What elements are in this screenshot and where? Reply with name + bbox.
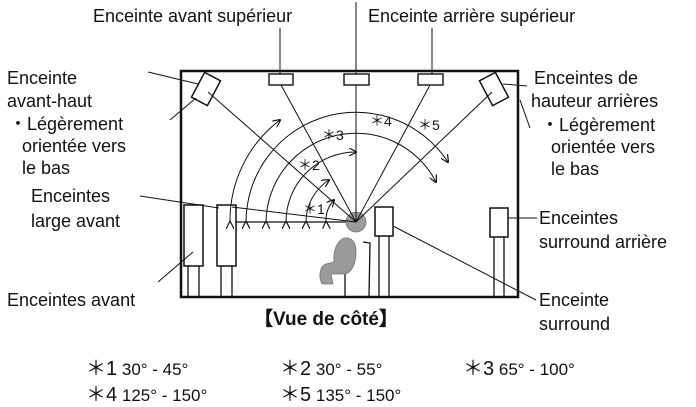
surround-back-speaker	[489, 207, 509, 238]
label-rear-height-note-2: orientée vers	[551, 137, 656, 157]
arc-marker-4: ＊4	[370, 113, 392, 129]
label-top-front-height: Enceinte avant supérieur	[93, 6, 293, 26]
label-surround-2: surround	[539, 314, 611, 334]
label-front-height-note-1: ・Légèrement	[9, 114, 124, 134]
label-rear-height-2: hauteur arrières	[531, 91, 659, 111]
label-front: Enceintes avant	[7, 290, 136, 310]
arc-marker-2: ＊2	[298, 157, 320, 173]
arc-marker-1: ＊1	[303, 201, 325, 217]
label-rear-height-note-1: ・Légèrement	[541, 115, 656, 135]
label-surround-back-1: Enceintes	[539, 208, 619, 228]
ceiling-speaker-middle	[343, 73, 370, 86]
arc-marker-3: ＊3	[322, 127, 344, 143]
label-rear-height-1: Enceintes de	[534, 68, 639, 88]
front-speaker	[183, 204, 204, 267]
ceiling-speaker-rear	[417, 73, 444, 86]
label-front-height-note-2: orientée vers	[22, 136, 127, 156]
angle-legend-4: ＊4 125° - 150°	[86, 384, 208, 406]
label-surround-1: Enceinte	[539, 290, 610, 310]
view-caption: 【Vue de côté】	[254, 309, 398, 330]
label-front-height-2: avant-haut	[7, 91, 93, 111]
surround-speaker	[374, 206, 394, 237]
front-height-speaker	[190, 71, 222, 107]
label-front-height-1: Enceinte	[7, 68, 78, 88]
label-front-wide-1: Enceintes	[31, 186, 111, 206]
angle-legend-3: ＊3 65° - 100°	[463, 358, 575, 380]
label-rear-height-note-3: le bas	[551, 159, 600, 179]
listener-figure	[319, 211, 371, 297]
rear-height-speaker	[478, 71, 510, 107]
arc-marker-5: ＊5	[418, 117, 440, 133]
angle-legend-1: ＊1 30° - 45°	[86, 358, 189, 380]
angle-legend-5: ＊5 135° - 150°	[280, 384, 402, 406]
angle-legend-2: ＊2 30° - 55°	[280, 358, 383, 380]
label-top-rear-height: Enceinte arrière supérieur	[368, 6, 576, 26]
ceiling-speaker-front	[268, 73, 294, 86]
label-front-wide-2: large avant	[31, 211, 121, 231]
label-surround-back-2: surround arrière	[539, 232, 668, 252]
label-front-height-note-3: le bas	[22, 158, 71, 178]
room-outline	[179, 69, 520, 299]
front-wide-speaker	[216, 204, 237, 267]
